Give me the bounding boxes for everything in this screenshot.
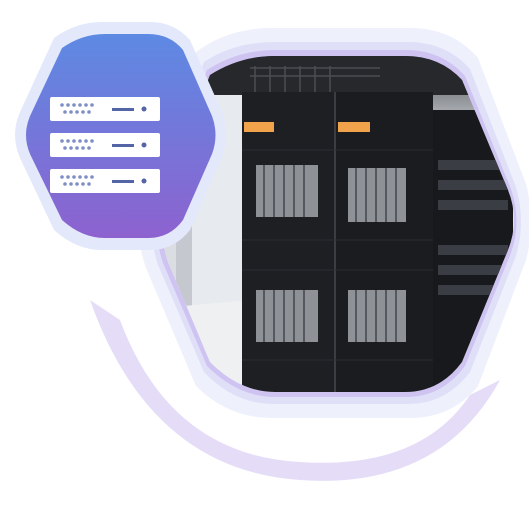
server-stack-icon [50,97,160,193]
lower-halo [90,300,500,481]
server-cabinet-right [335,92,433,392]
cabinet-tag [244,122,274,132]
server-badge [15,22,226,250]
server-cabinet-left [242,92,335,392]
cabinet-tag [338,122,370,132]
